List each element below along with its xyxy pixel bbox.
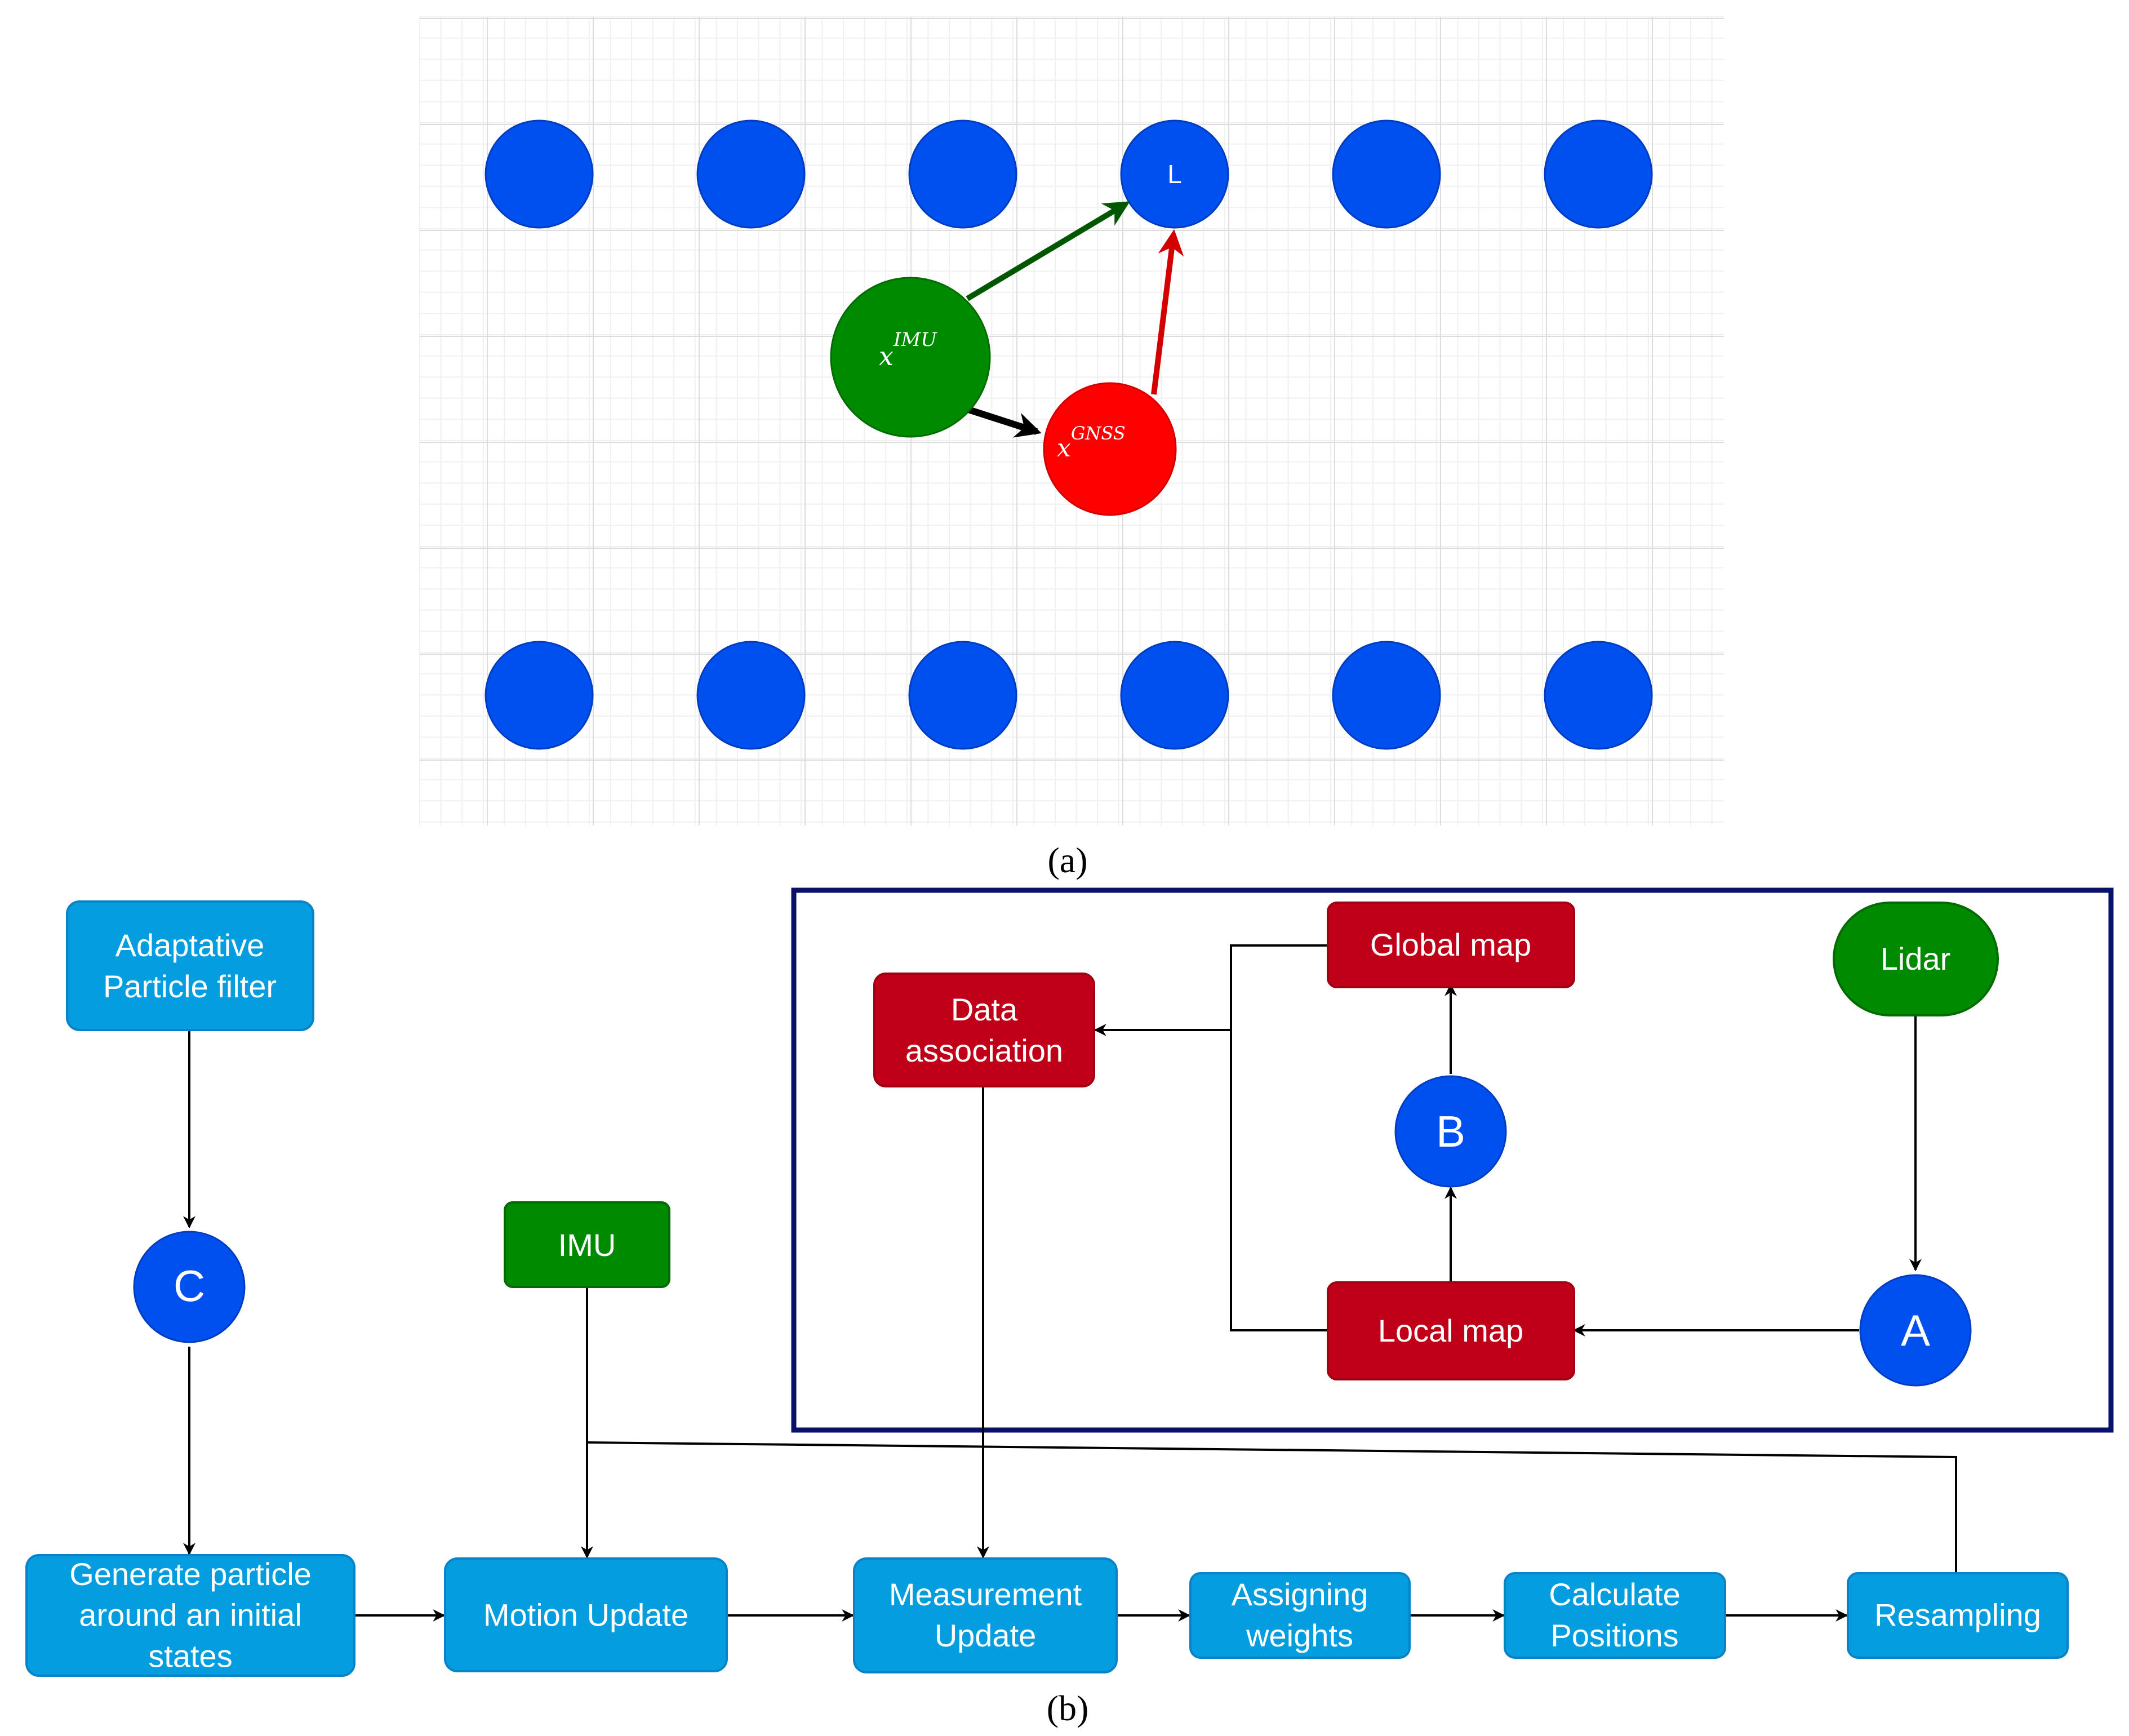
landmark [1544, 119, 1653, 229]
imu-sensor-text: IMU [558, 1227, 616, 1263]
label-line: Resampling [1874, 1597, 2041, 1633]
data-association-text: Data association [905, 992, 1063, 1068]
adaptive-filter-rect [66, 900, 314, 1031]
edge-global-map-to-junction [1230, 944, 1328, 1030]
connector-a: A [1859, 1274, 1972, 1387]
local-map-box: Local map [1327, 1281, 1575, 1380]
label-line: association [905, 1033, 1063, 1068]
generate-particle-box: Generate particle around an initial states [25, 1554, 355, 1677]
landmark [1544, 641, 1653, 750]
assigning-weights-text: Assigning weights [1232, 1577, 1368, 1653]
resampling-box: Resampling [1847, 1572, 2069, 1659]
landmark [1332, 119, 1441, 229]
landmark-l-label: L [1167, 159, 1182, 189]
connector-c-label: C [174, 1261, 205, 1311]
imu-sensor-box: IMU [504, 1201, 670, 1288]
landmark [696, 119, 806, 229]
local-map-rect [1327, 1281, 1575, 1380]
global-map-rect [1327, 902, 1575, 988]
label-line: weights [1246, 1618, 1353, 1653]
label-line: Calculate [1549, 1577, 1680, 1612]
lidar-sensor-node: Lidar [1833, 902, 1999, 1016]
mapping-subsystem-frame [791, 887, 2114, 1433]
landmark-row-top [485, 119, 1653, 229]
label-line: Motion Update [483, 1597, 688, 1633]
resampling-rect [1847, 1572, 2069, 1659]
lidar-sensor-text: Lidar [1881, 941, 1951, 976]
label-line: Update [935, 1618, 1037, 1653]
global-map-text: Global map [1370, 927, 1531, 962]
lidar-sensor-shape [1833, 902, 1999, 1016]
imu-sensor-rect [504, 1201, 670, 1288]
generate-particle-rect [25, 1554, 355, 1677]
panel-a: L xIMU xGNSS (a) [419, 16, 1724, 880]
landmark-row-bottom [485, 641, 1653, 750]
landmark [908, 119, 1017, 229]
caption-b: (b) [1047, 1688, 1089, 1728]
label-line: Data [951, 992, 1018, 1027]
landmark [1120, 641, 1229, 750]
gnss-state-label: xGNSS [1057, 423, 1126, 463]
label-line: around an initial [79, 1597, 301, 1633]
landmark [485, 119, 594, 229]
measurement-update-rect [853, 1557, 1118, 1673]
arrow-imu-to-landmark [966, 201, 1130, 301]
motion-update-text: Motion Update [483, 1597, 688, 1633]
calculate-positions-rect [1504, 1572, 1726, 1659]
edge-local-map-to-junction [1230, 1030, 1328, 1331]
connector-b: B [1394, 1075, 1507, 1188]
label-line: Particle filter [103, 969, 277, 1004]
arrow-gnss-to-landmark [1151, 229, 1184, 395]
local-map-text: Local map [1378, 1313, 1523, 1348]
landmark [485, 641, 594, 750]
connector-b-circle [1394, 1075, 1507, 1188]
label-line: Measurement [889, 1577, 1082, 1612]
imu-state-node [830, 277, 991, 438]
landmark [908, 641, 1017, 750]
edges [183, 944, 1957, 1622]
label-line: Adaptative [115, 927, 265, 963]
generate-particle-text: Generate particle around an initial states [69, 1556, 312, 1674]
resampling-text: Resampling [1874, 1597, 2041, 1633]
caption-a: (a) [1047, 840, 1087, 880]
gnss-state-node [1043, 382, 1177, 516]
motion-update-rect [444, 1557, 728, 1672]
global-map-box: Global map [1327, 902, 1575, 988]
label-line: Generate particle [69, 1556, 312, 1592]
label-line: Assigning [1232, 1577, 1368, 1612]
label-line: states [148, 1638, 232, 1673]
landmark [1332, 641, 1441, 750]
landmark-l [1120, 119, 1229, 229]
arrow-imu-to-gnss [966, 406, 1042, 438]
connector-c: C [133, 1231, 246, 1343]
assigning-weights-rect [1189, 1572, 1411, 1659]
label-line: Positions [1550, 1618, 1678, 1653]
data-association-rect [873, 973, 1095, 1087]
assigning-weights-box: Assigning weights [1189, 1572, 1411, 1659]
connector-a-label: A [1901, 1306, 1930, 1355]
motion-update-box: Motion Update [444, 1557, 728, 1672]
imu-state-label: xIMU [879, 328, 937, 371]
connector-b-label: B [1436, 1107, 1465, 1156]
connector-c-circle [133, 1231, 246, 1343]
data-association-box: Data association [873, 973, 1095, 1087]
landmark [696, 641, 806, 750]
edge-resampling-feedback [586, 1441, 1957, 1573]
connector-a-circle [1859, 1274, 1972, 1387]
